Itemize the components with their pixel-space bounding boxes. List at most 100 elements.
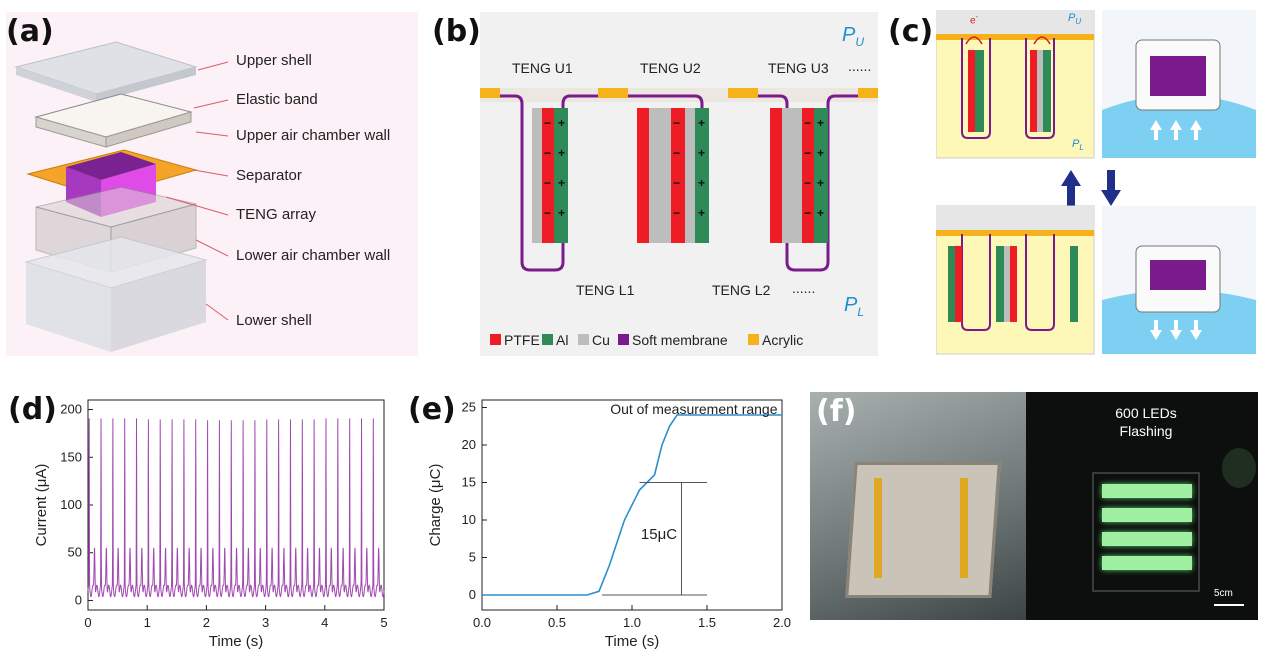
teng-u3-label: TENG U3	[768, 60, 829, 76]
teng-stack-2	[637, 108, 709, 243]
svg-text:+: +	[817, 206, 824, 220]
led-photo: 600 LEDs Flashing 5cm	[1026, 392, 1258, 620]
legend-al: Al	[556, 332, 569, 348]
teng-cross-section: −+ −+ −+ −+ −+ −+ −+ −+ −+ −+ −+ −+	[480, 88, 878, 345]
y-tick-label: 20	[462, 437, 476, 452]
svg-text:+: +	[817, 146, 824, 160]
panel-b: −+ −+ −+ −+ −+ −+ −+ −+ −+ −+ −+ −+ PU P…	[480, 12, 878, 356]
svg-text:−: −	[673, 146, 680, 160]
x-tick-label: 2.0	[773, 615, 791, 630]
x-tick-label: 5	[380, 615, 387, 630]
legend-acrylic: Acrylic	[762, 332, 804, 348]
x-axis-label: Time (s)	[209, 633, 263, 650]
y-tick-label: 0	[75, 592, 82, 607]
svg-text:−: −	[544, 146, 551, 160]
y-tick-label: 150	[60, 449, 82, 464]
teng-upper-more: ......	[848, 58, 872, 74]
svg-text:+: +	[698, 176, 705, 190]
x-tick-label: 3	[262, 615, 269, 630]
label-upper-shell: Upper shell	[236, 52, 312, 69]
panel-f-letter: (f)	[816, 394, 857, 429]
y-tick-label: 50	[68, 545, 82, 560]
svg-text:+: +	[698, 116, 705, 130]
current-series-line	[87, 418, 385, 598]
svg-text:−: −	[804, 206, 811, 220]
panel-c-letter: (c)	[888, 14, 934, 49]
scale-label: 5cm	[1214, 588, 1233, 599]
x-tick-label: 4	[321, 615, 328, 630]
device-photo	[810, 392, 1026, 620]
y-axis-label: Charge (μC)	[427, 464, 444, 547]
x-tick-label: 0.0	[473, 615, 491, 630]
label-separator: Separator	[236, 167, 302, 184]
svg-text:+: +	[817, 116, 824, 130]
c-pressure-upper-top: PU	[1068, 12, 1082, 27]
y-tick-label: 5	[469, 550, 476, 565]
svg-text:+: +	[558, 146, 565, 160]
panel-f: 600 LEDs Flashing 5cm (f)	[810, 392, 1258, 620]
svg-text:−: −	[673, 116, 680, 130]
x-tick-label: 0.5	[548, 615, 566, 630]
svg-text:−: −	[804, 176, 811, 190]
svg-text:−: −	[544, 206, 551, 220]
x-tick-label: 2	[203, 615, 210, 630]
svg-text:−: −	[673, 206, 680, 220]
legend-cu: Cu	[592, 332, 610, 348]
svg-text:+: +	[558, 206, 565, 220]
label-lower-air-chamber-wall: Lower air chamber wall	[236, 247, 391, 264]
y-tick-label: 100	[60, 497, 82, 512]
label-lower-shell: Lower shell	[236, 312, 312, 329]
y-tick-label: 200	[60, 402, 82, 417]
y-axis-label: Current (μA)	[33, 464, 50, 547]
x-axis-label: Time (s)	[605, 633, 659, 650]
y-tick-label: 10	[462, 512, 476, 527]
teng-l2-label: TENG L2	[712, 282, 771, 298]
x-tick-label: 1	[144, 615, 151, 630]
legend-soft-membrane: Soft membrane	[632, 332, 728, 348]
exploded-device-illustration	[14, 41, 229, 352]
teng-l1-label: TENG L1	[576, 282, 635, 298]
pressure-lower-label: PL	[843, 294, 864, 319]
panel-c: PU PL e-	[936, 10, 1256, 356]
annotation-15uc: 15μC	[641, 526, 677, 543]
panel-a-letter: (a)	[6, 14, 54, 49]
charge-series-line	[482, 414, 782, 596]
svg-text:−: −	[544, 116, 551, 130]
panel-a: (a) Upper shell Elastic band Upper air c…	[6, 12, 418, 356]
svg-text:−: −	[544, 176, 551, 190]
teng-stack-3	[770, 108, 828, 243]
svg-text:+: +	[558, 116, 565, 130]
x-tick-label: 0	[84, 615, 91, 630]
teng-u2-label: TENG U2	[640, 60, 701, 76]
scale-bar	[1214, 604, 1244, 606]
label-elastic-band: Elastic band	[236, 91, 318, 108]
label-teng-array: TENG array	[236, 206, 317, 223]
svg-text:+: +	[817, 176, 824, 190]
y-tick-label: 15	[462, 475, 476, 490]
teng-lower-more: ......	[792, 280, 816, 296]
svg-text:−: −	[673, 176, 680, 190]
c-electron-top: e-	[970, 14, 978, 27]
led-caption: 600 LEDs Flashing	[1115, 405, 1177, 439]
operation-schematic	[936, 10, 1256, 355]
teng-u1-label: TENG U1	[512, 60, 573, 76]
svg-text:+: +	[698, 206, 705, 220]
panel-b-letter: (b)	[432, 14, 481, 49]
y-tick-label: 25	[462, 400, 476, 415]
panel-d-letter: (d)	[8, 392, 57, 427]
svg-text:+: +	[698, 146, 705, 160]
pressure-upper-label: PU	[841, 24, 864, 49]
x-tick-label: 1.5	[698, 615, 716, 630]
y-tick-label: 0	[469, 587, 476, 602]
annotation-out-of-range: Out of measurement range	[610, 401, 778, 417]
teng-stack-1	[532, 108, 568, 243]
legend-ptfe: PTFE	[504, 332, 540, 348]
x-tick-label: 1.0	[623, 615, 641, 630]
label-upper-air-chamber-wall: Upper air chamber wall	[236, 127, 391, 144]
svg-text:−: −	[804, 146, 811, 160]
svg-text:−: −	[804, 116, 811, 130]
c-pressure-lower-top: PL	[1072, 138, 1084, 153]
panel-e-letter: (e)	[408, 392, 456, 427]
